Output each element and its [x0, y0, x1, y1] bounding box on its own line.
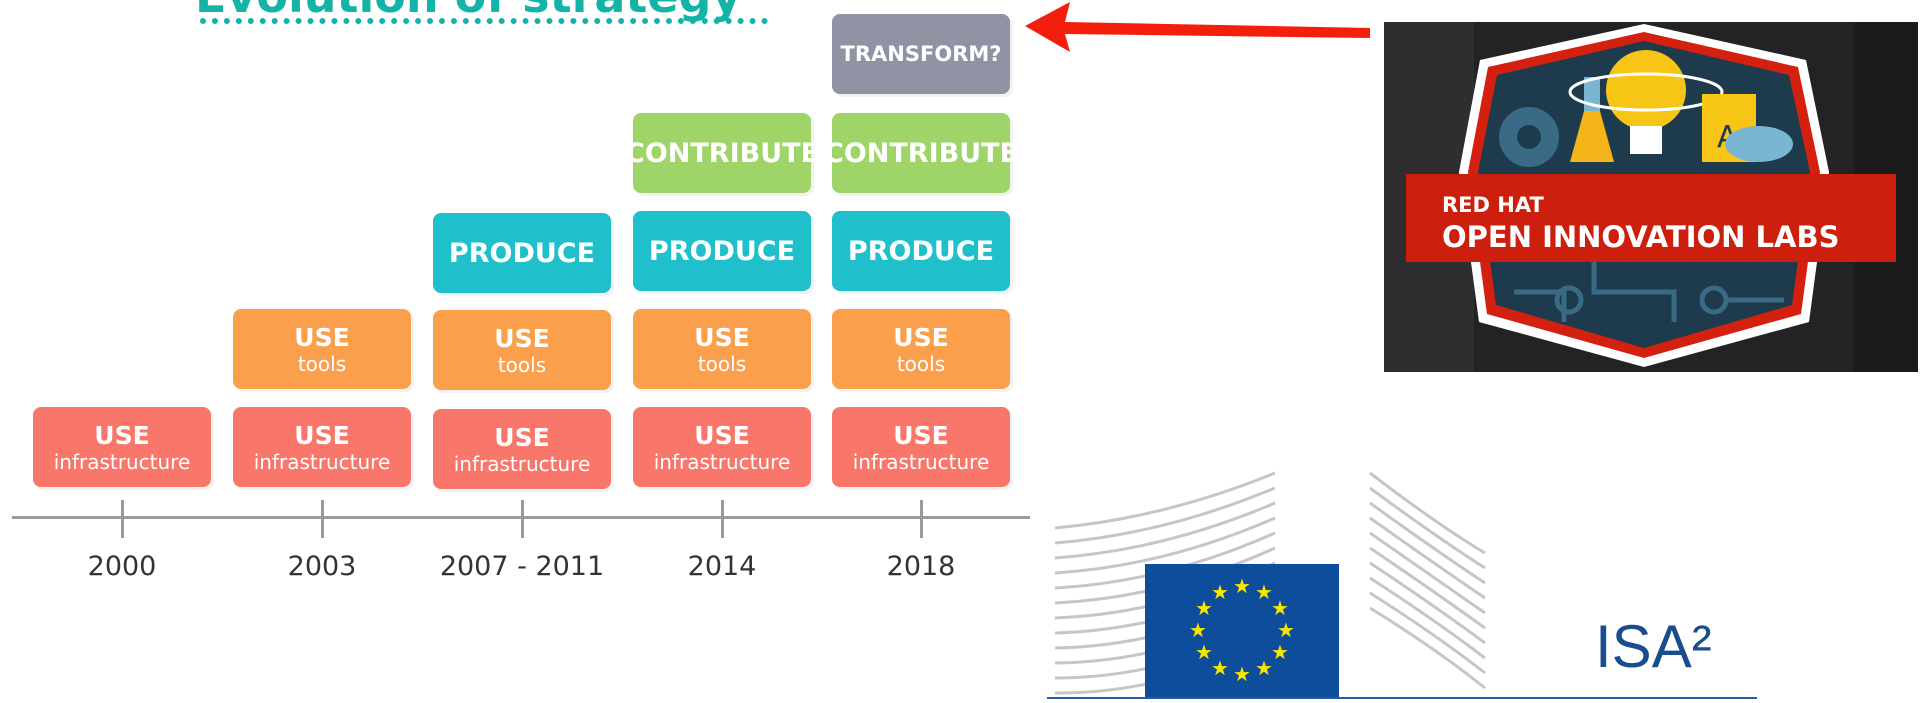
timeline-tick — [920, 500, 923, 538]
box-label-main: USE — [893, 322, 949, 352]
svg-text:★: ★ — [1255, 656, 1273, 680]
box-contribute-2018: CONTRIBUTE — [824, 113, 1018, 193]
svg-text:★: ★ — [1233, 662, 1251, 686]
box-use-tools-2018: USE tools — [832, 309, 1010, 389]
logo-baseline — [1047, 697, 1757, 699]
box-transform-2018: TRANSFORM? — [832, 14, 1010, 94]
box-label-main: CONTRIBUTE — [824, 137, 1018, 169]
box-label-sub: infrastructure — [53, 449, 191, 474]
svg-text:★: ★ — [1271, 640, 1289, 664]
timeline-tick — [521, 500, 524, 538]
box-label-main: USE — [494, 323, 550, 353]
box-contribute-2014: CONTRIBUTE — [625, 113, 819, 193]
svg-text:★: ★ — [1233, 574, 1251, 598]
svg-text:★: ★ — [1277, 618, 1295, 642]
isa2-label: ISA² — [1595, 613, 1712, 680]
lightbulb-icon — [1568, 50, 1724, 154]
timeline-tick — [321, 500, 324, 538]
svg-text:★: ★ — [1211, 580, 1229, 604]
gear-icon — [1499, 107, 1559, 167]
box-label-main: PRODUCE — [448, 237, 596, 269]
box-use-tools-2014: USE tools — [633, 309, 811, 389]
title-underline — [200, 18, 768, 24]
box-label-sub: infrastructure — [453, 451, 591, 476]
svg-text:★: ★ — [1189, 618, 1207, 642]
svg-text:★: ★ — [1255, 580, 1273, 604]
box-label-sub: infrastructure — [253, 449, 391, 474]
cloud-icon — [1725, 126, 1793, 162]
box-label-main: CONTRIBUTE — [625, 137, 819, 169]
timeline-tick — [121, 500, 124, 538]
year-label-2018: 2018 — [886, 551, 956, 582]
box-label-main: USE — [893, 420, 949, 450]
svg-text:★: ★ — [1195, 640, 1213, 664]
redhat-badge-graphic: A RED HAT OPEN INNOVATION LABS — [1384, 22, 1918, 372]
year-label-2014: 2014 — [687, 551, 757, 582]
box-use-infrastructure-2014: USE infrastructure — [633, 407, 811, 487]
circuit-icon — [1514, 262, 1784, 322]
box-label-sub: tools — [497, 352, 547, 377]
box-produce-2014: PRODUCE — [633, 211, 811, 291]
box-label-main: TRANSFORM? — [840, 41, 1002, 66]
box-label-main: USE — [694, 322, 750, 352]
eu-commission-logo: ★ ★ ★ ★ ★ ★ ★ ★ ★ ★ ★ ★ — [1045, 468, 1765, 699]
box-label-main: USE — [294, 322, 350, 352]
box-label-sub: tools — [896, 351, 946, 376]
timeline-tick — [721, 500, 724, 538]
box-use-infrastructure-2007: USE infrastructure — [433, 409, 611, 489]
box-label-main: USE — [494, 422, 550, 452]
eu-building-icon: ★ ★ ★ ★ ★ ★ ★ ★ ★ ★ ★ ★ — [1054, 471, 1486, 699]
diagram-title: Evolution of strategy — [195, 0, 775, 22]
year-label-2003: 2003 — [287, 551, 357, 582]
badge-line1: RED HAT — [1442, 193, 1544, 217]
box-label-sub: infrastructure — [653, 449, 791, 474]
box-label-main: USE — [694, 420, 750, 450]
eu-stars-icon: ★ ★ ★ ★ ★ ★ ★ ★ ★ ★ ★ ★ — [1189, 574, 1295, 686]
eu-flag — [1145, 564, 1339, 699]
box-use-infrastructure-2003: USE infrastructure — [233, 407, 411, 487]
svg-text:★: ★ — [1271, 596, 1289, 620]
box-label-main: PRODUCE — [847, 235, 995, 267]
box-produce-2007: PRODUCE — [433, 213, 611, 293]
box-label-sub: infrastructure — [852, 449, 990, 474]
box-use-tools-2007: USE tools — [433, 310, 611, 390]
box-produce-2018: PRODUCE — [832, 211, 1010, 291]
redhat-badge: A RED HAT OPEN INNOVATION LABS — [1384, 22, 1918, 372]
box-use-infrastructure-2018: USE infrastructure — [832, 407, 1010, 487]
box-label-main: USE — [294, 420, 350, 450]
year-label-2007-2011: 2007 - 2011 — [439, 551, 605, 582]
svg-text:★: ★ — [1195, 596, 1213, 620]
box-use-infrastructure-2000: USE infrastructure — [33, 407, 211, 487]
box-label-main: USE — [94, 420, 150, 450]
red-arrow-icon — [1025, 2, 1370, 52]
box-label-sub: tools — [297, 351, 347, 376]
badge-line2: OPEN INNOVATION LABS — [1442, 220, 1839, 254]
svg-text:★: ★ — [1211, 656, 1229, 680]
box-label-sub: tools — [697, 351, 747, 376]
year-label-2000: 2000 — [87, 551, 157, 582]
box-label-main: PRODUCE — [648, 235, 796, 267]
box-use-tools-2003: USE tools — [233, 309, 411, 389]
